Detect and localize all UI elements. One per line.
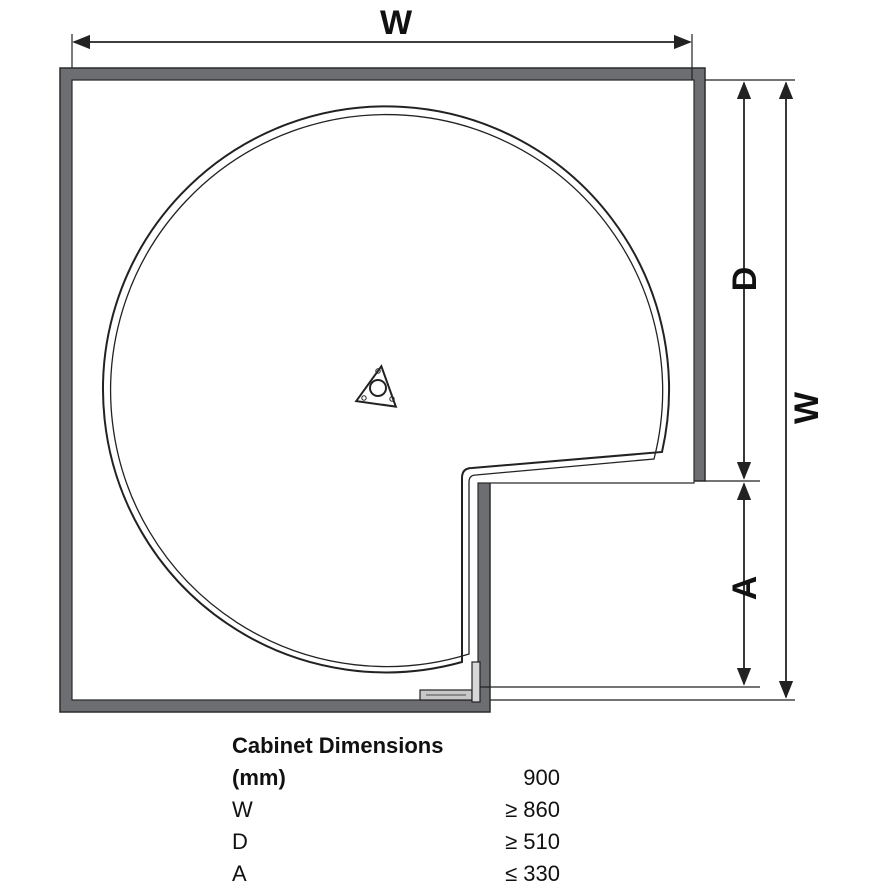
row-value: ≥ 860 <box>505 797 560 822</box>
label-a: A <box>726 576 764 601</box>
table-row: W ≥ 860 <box>232 794 572 826</box>
row-value: ≤ 330 <box>505 861 560 886</box>
unit-label: (mm) <box>232 765 286 790</box>
table-row: D ≥ 510 <box>232 826 572 858</box>
hinge-icon <box>419 661 481 703</box>
table-row: A ≤ 330 <box>232 858 572 890</box>
corner-cabinet-diagram: W D A W <box>59 4 826 713</box>
cabinet-dimensions-table: Cabinet Dimensions (mm) 900 W ≥ 860 D ≥ … <box>232 730 572 890</box>
row-key: A <box>232 861 247 886</box>
carousel-tray-inner-rim <box>110 113 664 668</box>
label-width-top: W <box>380 4 413 42</box>
cabinet-size-value: 900 <box>523 765 560 790</box>
row-key: W <box>232 797 253 822</box>
row-key: D <box>232 829 248 854</box>
row-value: ≥ 510 <box>505 829 560 854</box>
label-depth: D <box>726 267 764 292</box>
table-title: Cabinet Dimensions <box>232 733 444 758</box>
label-width-right: W <box>788 391 826 424</box>
rotation-hub-icon <box>354 364 398 408</box>
table-header-row: (mm) 900 <box>232 762 572 794</box>
